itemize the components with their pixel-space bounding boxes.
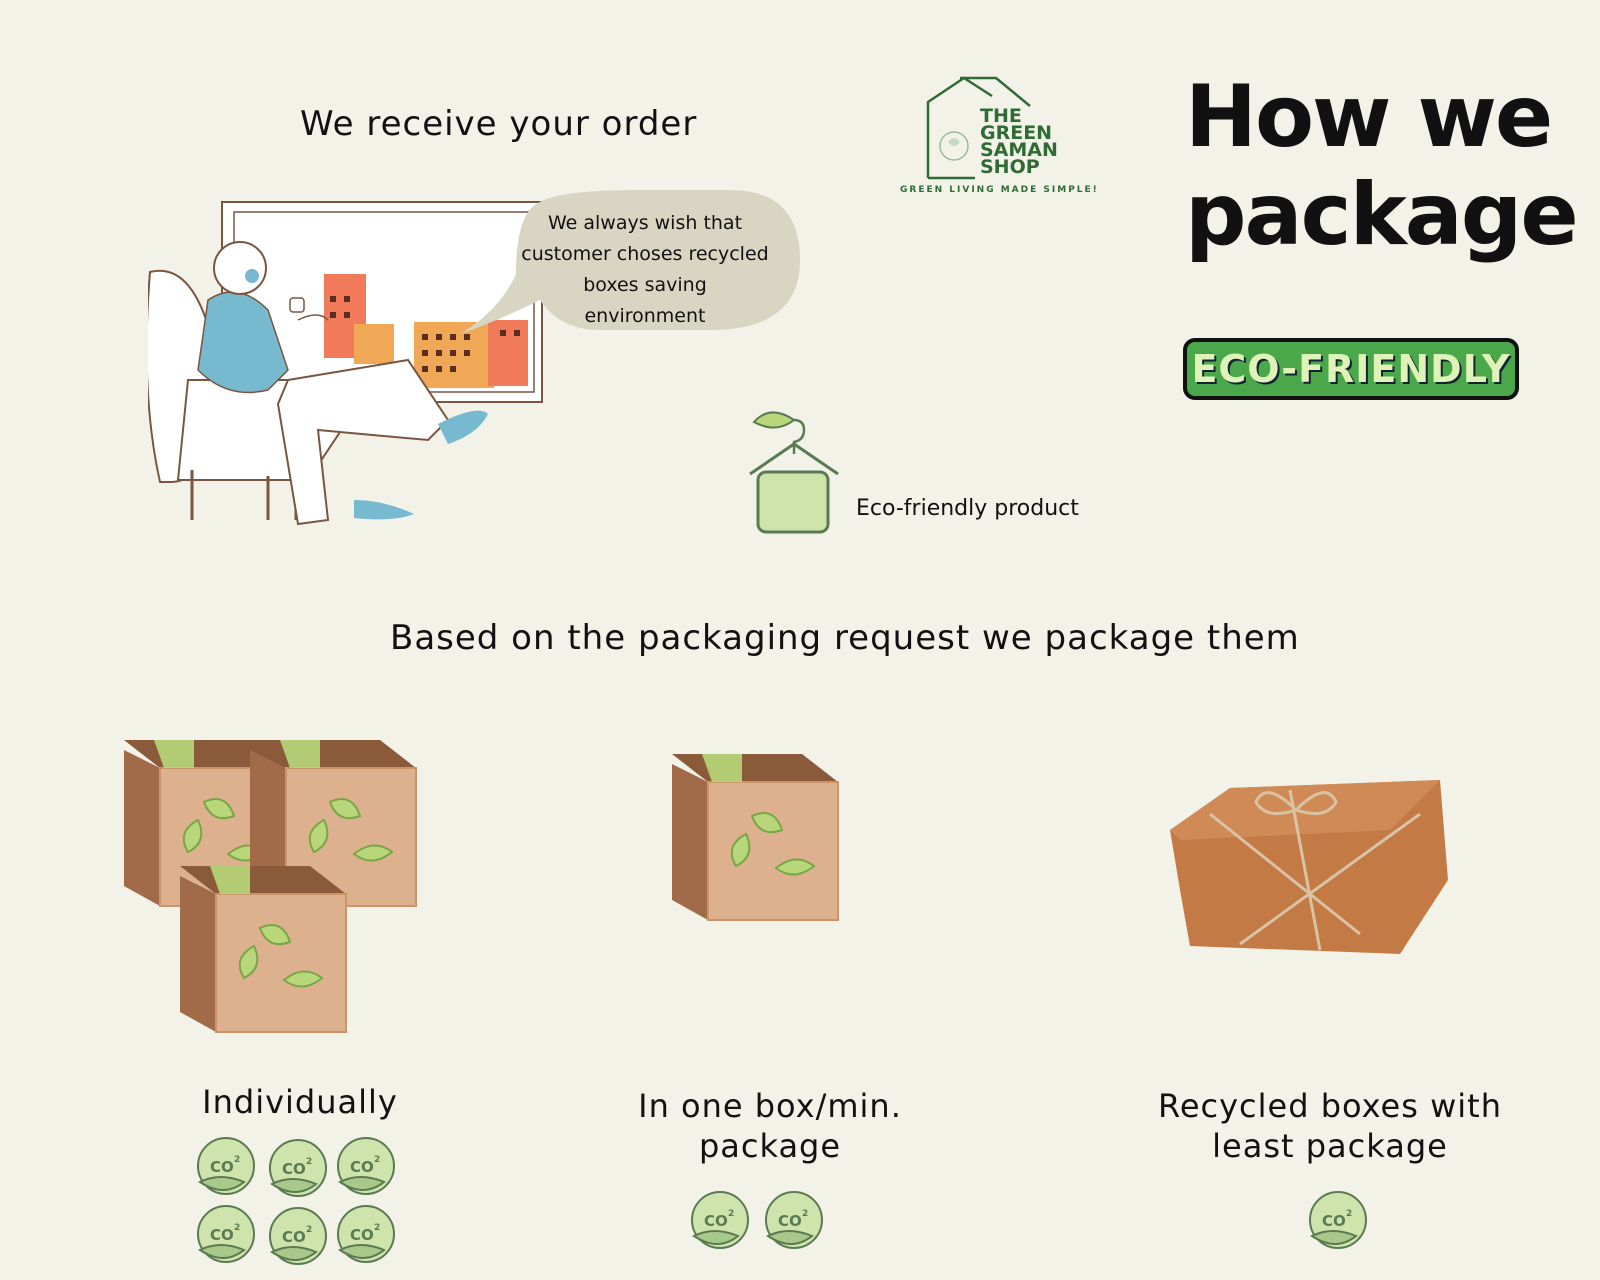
logo-line-green: GREEN bbox=[980, 122, 1053, 144]
packaging-heading: Based on the packaging request we packag… bbox=[390, 618, 1300, 658]
option-recycled-label: Recycled boxes with least package bbox=[1158, 1087, 1502, 1165]
svg-text:CO: CO bbox=[282, 1160, 306, 1178]
logo-line-shop: SHOP bbox=[980, 156, 1040, 178]
wrapped-parcel-illustration bbox=[1170, 780, 1448, 954]
multiple-boxes-illustration bbox=[124, 740, 417, 1033]
person-with-coffee-illustration bbox=[148, 201, 543, 526]
svg-text:CO: CO bbox=[1322, 1212, 1346, 1230]
box-bottom bbox=[179, 865, 347, 1033]
svg-text:CO: CO bbox=[210, 1226, 234, 1244]
svg-text:CO: CO bbox=[210, 1158, 234, 1176]
svg-text:2: 2 bbox=[306, 1157, 312, 1167]
svg-text:CO: CO bbox=[350, 1158, 374, 1176]
svg-text:2: 2 bbox=[374, 1223, 380, 1233]
svg-text:2: 2 bbox=[306, 1225, 312, 1235]
speech-bubble-icon bbox=[460, 190, 800, 334]
logo-wordmark: THE GREEN SAMAN SHOP bbox=[980, 105, 1058, 178]
eco-hanger-icon bbox=[749, 411, 839, 534]
single-box-illustration bbox=[672, 754, 839, 921]
svg-text:CO: CO bbox=[704, 1212, 728, 1230]
option-one-box-label: In one box/min. package bbox=[638, 1087, 902, 1165]
svg-text:2: 2 bbox=[728, 1209, 734, 1219]
title-line-1: How we bbox=[1185, 67, 1553, 167]
option-individually-label: Individually bbox=[202, 1083, 398, 1121]
house-logo-icon bbox=[926, 76, 1031, 180]
logo-line-the: THE bbox=[980, 105, 1022, 127]
svg-text:CO: CO bbox=[778, 1212, 802, 1230]
svg-text:2: 2 bbox=[802, 1209, 808, 1219]
svg-text:2: 2 bbox=[1346, 1209, 1352, 1219]
svg-text:CO: CO bbox=[350, 1226, 374, 1244]
svg-text:2: 2 bbox=[234, 1223, 240, 1233]
page-title: How we package bbox=[1185, 67, 1579, 265]
eco-friendly-badge: ECO-FRIENDLY bbox=[1183, 338, 1519, 400]
speech-bubble-text: We always wish that customer choses recy… bbox=[521, 212, 769, 327]
eco-product-label: Eco-friendly product bbox=[856, 496, 1079, 521]
logo-tagline: GREEN LIVING MADE SIMPLE! bbox=[900, 185, 1099, 195]
receive-order-heading: We receive your order bbox=[300, 104, 698, 144]
svg-text:2: 2 bbox=[374, 1155, 380, 1165]
svg-text:CO: CO bbox=[282, 1228, 306, 1246]
logo-line-saman: SAMAN bbox=[980, 139, 1058, 161]
title-line-2: package bbox=[1185, 165, 1579, 265]
svg-text:2: 2 bbox=[234, 1155, 240, 1165]
